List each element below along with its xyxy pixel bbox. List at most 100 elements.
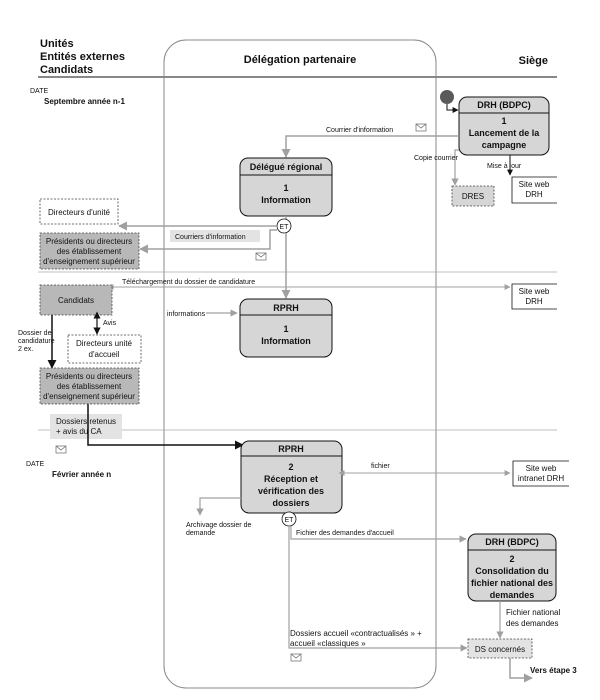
envelope-icon [55, 445, 67, 454]
rprh-2-line1: Réception et [264, 474, 318, 484]
delegation-lane [163, 39, 437, 689]
arrow-archivage [196, 497, 241, 516]
label-avis: Avis [103, 320, 117, 327]
label-vers-etape-3: Vers étape 3 [530, 666, 577, 675]
box-directeurs-accueil: Directeurs unité d'accueil [67, 334, 142, 364]
svg-text:Fichier national: Fichier national [506, 608, 560, 617]
node-rprh-1: RPRH 1 Information [239, 298, 333, 358]
arrow-to-presidents-1 [139, 229, 277, 254]
rprh-2-line3: dossiers [272, 498, 309, 508]
header-line-unites: Unités [40, 38, 74, 50]
drh-bdpc-1-number: 1 [501, 116, 506, 126]
envelope-icon [255, 252, 267, 261]
date-value-1: Septembre année n-1 [44, 97, 125, 106]
rprh-1-line1: Information [261, 336, 311, 346]
svg-text:Site web: Site web [519, 287, 550, 296]
label-fichier-national: Fichier national des demandes [506, 608, 560, 628]
svg-text:des demandes: des demandes [506, 619, 558, 628]
rprh-2-line2: vérification des [258, 486, 324, 496]
svg-text:Site web: Site web [519, 180, 550, 189]
label-courriers-information: Courriers d'information [175, 234, 246, 241]
column-header-right: Siège [519, 55, 548, 67]
et-label-1: ET [280, 224, 290, 231]
rprh-2-number: 2 [288, 462, 293, 472]
column-header-left: Unités Entités externes Candidats [40, 38, 125, 76]
delegue-number: 1 [283, 183, 288, 193]
delegue-line1: Information [261, 195, 311, 205]
label-mise-a-jour: Mise à jour [487, 163, 522, 170]
svg-text:candidature: candidature [18, 338, 55, 345]
envelope-icon [415, 123, 427, 132]
drh-bdpc-1-line2: campagne [482, 140, 527, 150]
svg-text:DRH: DRH [525, 190, 543, 199]
date-label-1: DATE [30, 88, 48, 95]
drh-bdpc-2-line3: demandes [490, 590, 535, 600]
svg-text:Dossiers accueil «contractuali: Dossiers accueil «contractualisés » + [290, 629, 422, 638]
arrow-vers-etape-3 [509, 658, 533, 683]
label-fichier: fichier [371, 463, 390, 470]
box-ds-concernes [467, 638, 533, 659]
arrow-fichier-demandes-accueil [290, 526, 467, 543]
date-label-2: DATE [26, 461, 44, 468]
box-directeurs-unite [39, 198, 119, 225]
node-drh-bdpc-2: DRH (BDPC) 2 Consolidation du fichier na… [467, 533, 557, 602]
box-presidents-2: Présidents ou directeurs des établisseme… [39, 367, 140, 405]
drh-bdpc-2-title: DRH (BDPC) [485, 537, 539, 547]
svg-text:Dossiers retenus: Dossiers retenus [56, 417, 116, 426]
node-rprh-2: RPRH 2 Réception et vérification des dos… [240, 440, 343, 514]
svg-text:des établissement: des établissement [57, 382, 122, 391]
start-arrow [446, 104, 459, 113]
svg-text:DRH: DRH [525, 297, 543, 306]
label-copie-courrier: Copie courrier [414, 155, 459, 162]
header-line-entites: Entités externes [40, 51, 125, 63]
node-delegue-regional: Délégué régional 1 Information [239, 157, 333, 217]
svg-text:demande: demande [186, 530, 215, 537]
svg-text:Dossier de: Dossier de [18, 330, 52, 337]
envelope-icon [290, 653, 302, 662]
svg-text:accueil «classiques »: accueil «classiques » [290, 639, 366, 648]
label-archivage: Archivage dossier de demande [186, 522, 251, 537]
drh-bdpc-2-line2: fichier national des [471, 578, 553, 588]
svg-text:Présidents ou directeurs: Présidents ou directeurs [46, 237, 132, 246]
svg-text:Archivage dossier de: Archivage dossier de [186, 522, 251, 529]
label-courrier-information: Courrier d'information [326, 127, 393, 134]
box-presidents-1: Présidents ou directeurs des établisseme… [39, 232, 140, 270]
et-label-2: ET [285, 517, 295, 524]
site-web-drh-2: Site web DRH [511, 283, 557, 310]
date-value-2: Février année n [52, 470, 111, 479]
column-header-middle: Délégation partenaire [244, 54, 356, 66]
arrow-dossiers-accueil [288, 526, 468, 652]
ds-concernes-label: DS concernés [475, 645, 525, 654]
start-node [440, 90, 454, 104]
site-web-drh-1: Site web DRH [511, 176, 557, 204]
site-web-intranet-drh: Site web intranet DRH [512, 460, 569, 487]
label-telechargement: Téléchargement du dossier de candidature [122, 279, 255, 286]
drh-bdpc-2-number: 2 [509, 554, 514, 564]
drh-bdpc-1-title: DRH (BDPC) [477, 100, 531, 110]
rprh-1-title: RPRH [273, 303, 299, 313]
dres-label: DRES [462, 192, 484, 201]
header-line-candidats: Candidats [40, 64, 93, 76]
node-drh-bdpc-1: DRH (BDPC) 1 Lancement de la campagne [458, 96, 550, 156]
svg-text:Présidents ou directeurs: Présidents ou directeurs [46, 372, 132, 381]
box-candidats [39, 284, 113, 316]
drh-bdpc-2-line1: Consolidation du [475, 566, 549, 576]
svg-text:des établissement: des établissement [57, 247, 122, 256]
svg-text:intranet DRH: intranet DRH [518, 474, 564, 483]
delegue-title: Délégué régional [250, 162, 323, 172]
svg-text:Directeurs unité: Directeurs unité [76, 339, 133, 348]
box-dres [451, 185, 495, 207]
box-dossiers-retenus: Dossiers retenus + avis du CA [50, 414, 122, 439]
svg-text:d'enseignement supérieur: d'enseignement supérieur [43, 257, 135, 266]
candidats-label: Candidats [58, 296, 94, 305]
label-fichier-demandes-accueil: Fichier des demandes d'accueil [296, 530, 394, 537]
arrow-courrier-information [281, 135, 459, 158]
rprh-2-title: RPRH [278, 444, 304, 454]
arrow-to-rprh-2 [87, 404, 244, 450]
svg-text:+ avis du CA: + avis du CA [56, 427, 102, 436]
svg-text:d'enseignement supérieur: d'enseignement supérieur [43, 392, 135, 401]
svg-text:Site web: Site web [526, 464, 557, 473]
svg-text:d'accueil: d'accueil [89, 350, 120, 359]
drh-bdpc-1-line1: Lancement de la [469, 128, 541, 138]
